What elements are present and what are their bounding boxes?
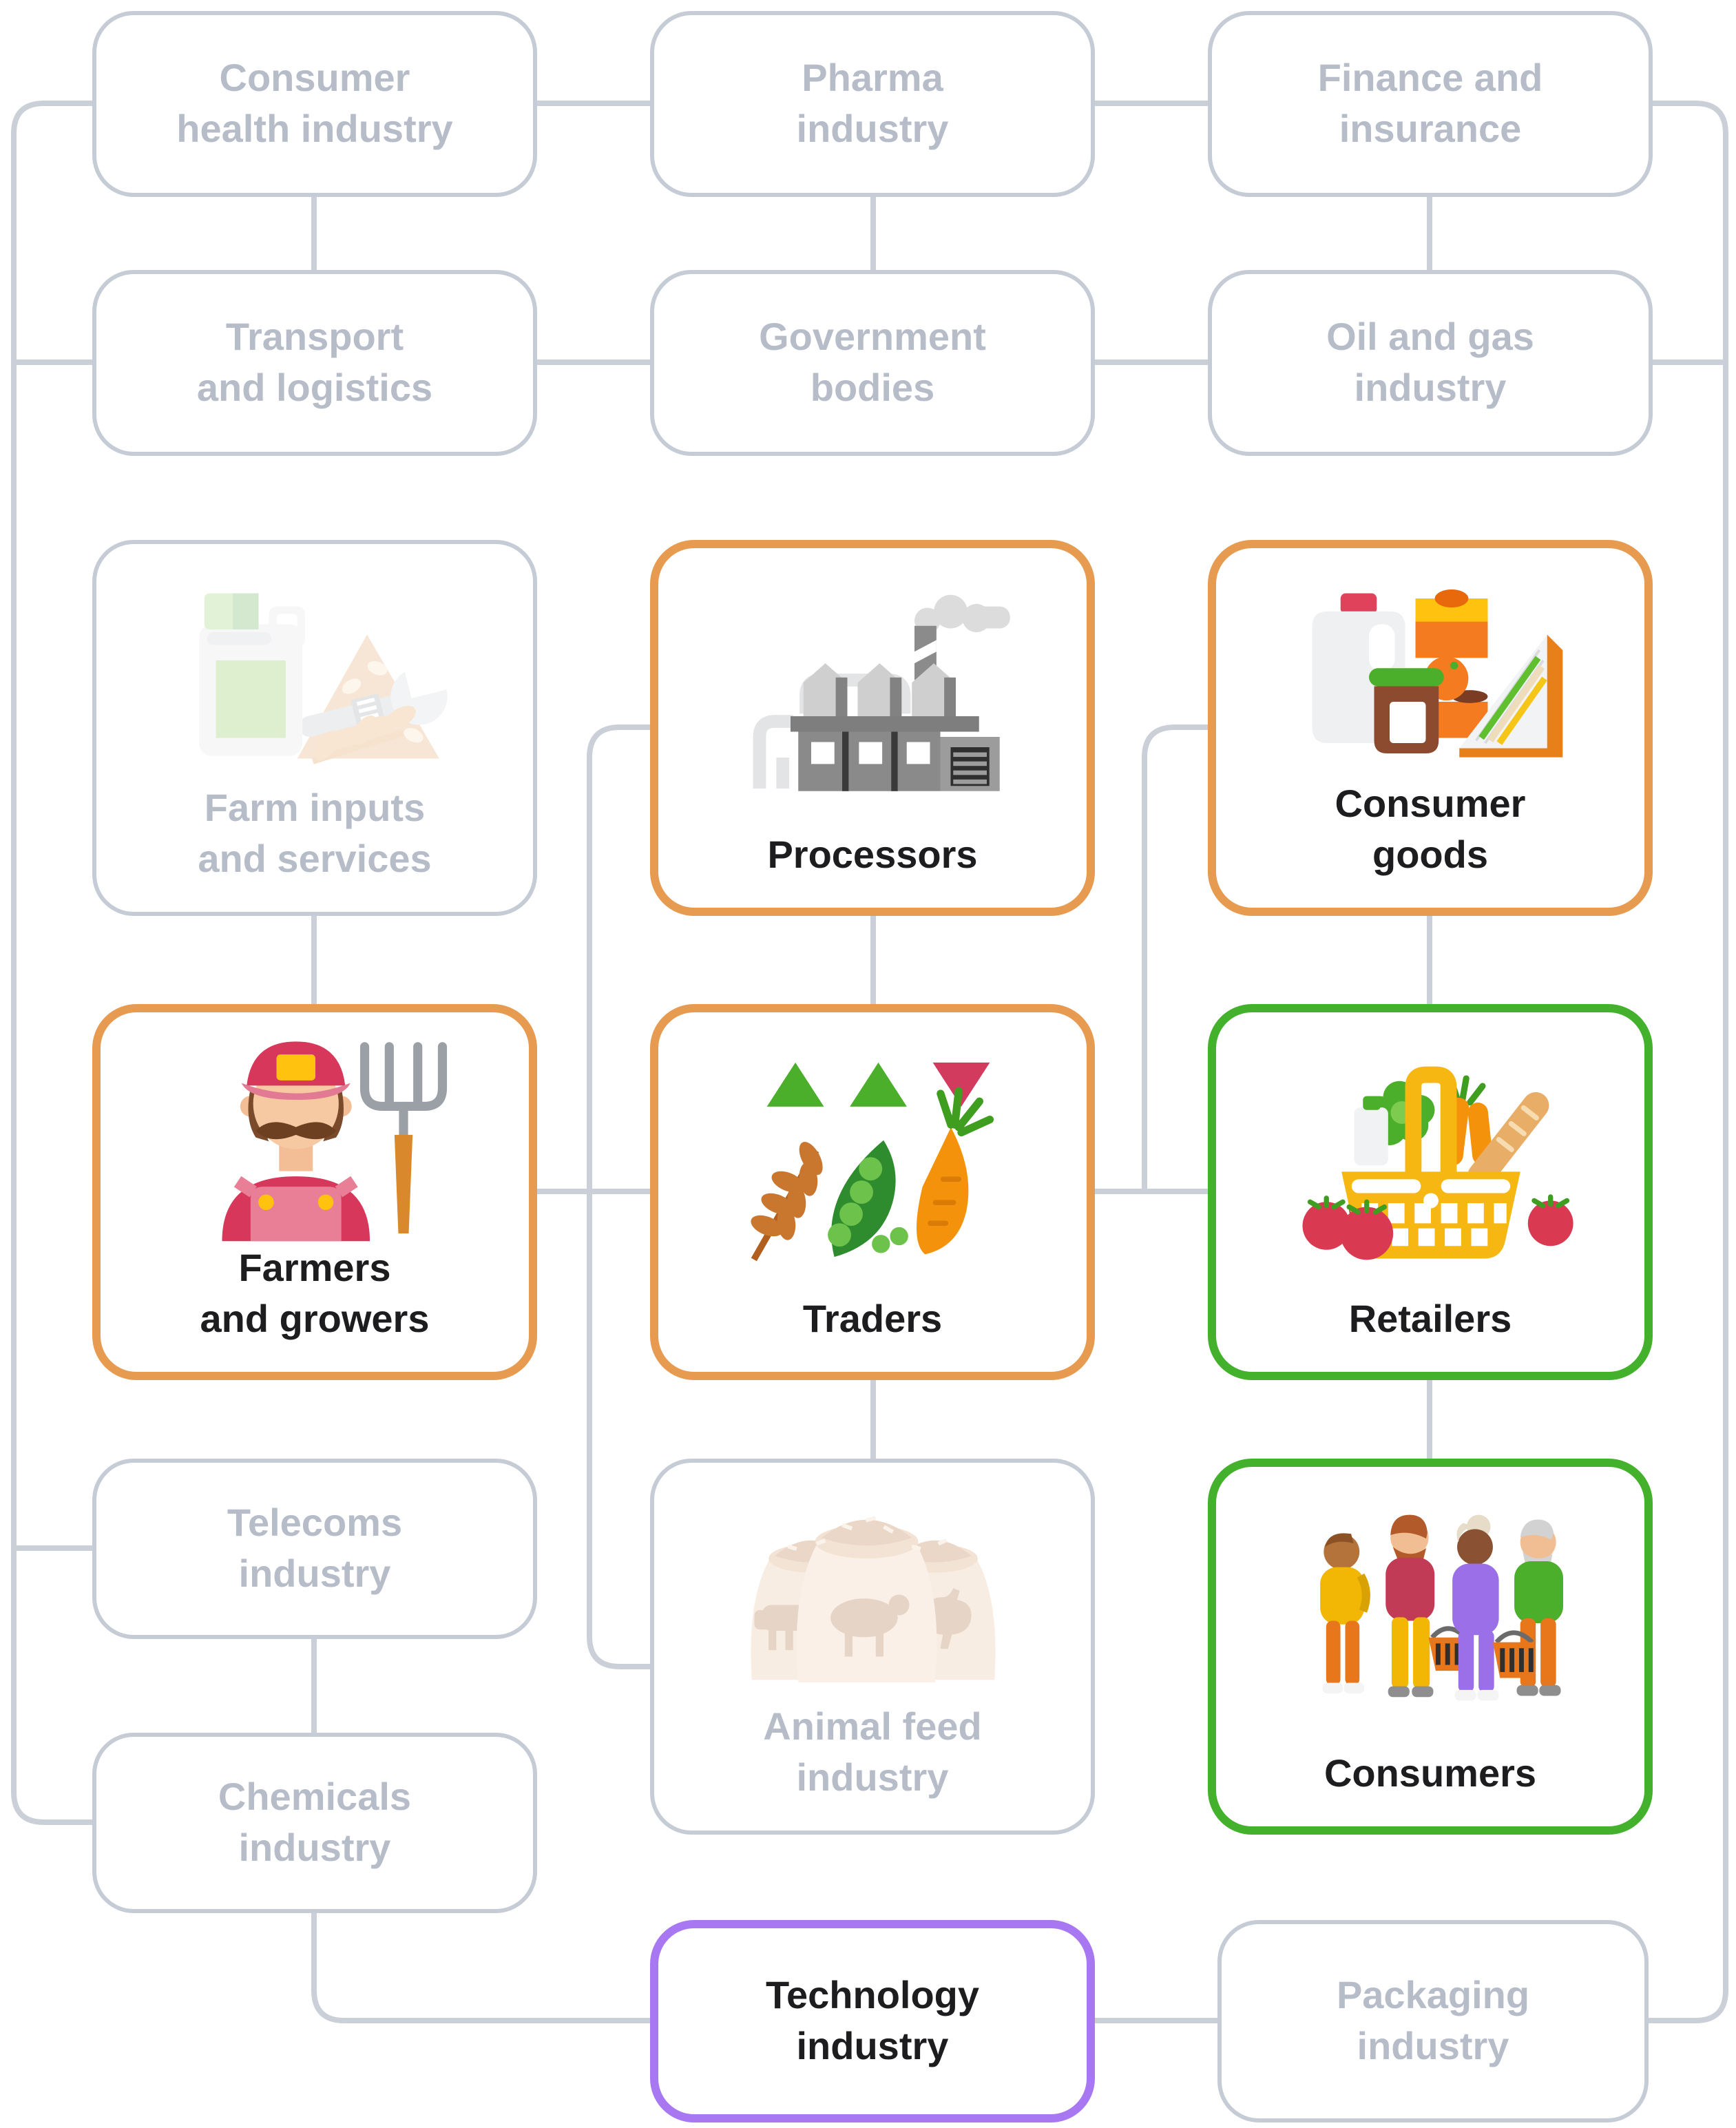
node-consumer-goods: Consumer goods: [1208, 540, 1653, 916]
shopping-basket-icon: [1301, 1067, 1573, 1260]
node-label: Pharma industry: [796, 56, 949, 149]
node-label: Farm inputs and services: [198, 786, 432, 880]
node-label: Oil and gas industry: [1326, 315, 1534, 408]
grocery-products-icon: [1311, 590, 1562, 758]
node-label: Animal feed industry: [763, 1705, 982, 1799]
node-label: Finance and insurance: [1317, 56, 1543, 149]
shopper-2: [1385, 1515, 1434, 1698]
basket-icon: [1492, 1631, 1536, 1679]
node-label: Government bodies: [759, 315, 986, 408]
node-label: Telecoms industry: [227, 1501, 403, 1594]
node-government-bodies: Government bodies: [650, 270, 1095, 456]
farmer-icon: [221, 1041, 447, 1242]
node-label: Retailers: [1348, 1297, 1512, 1340]
tomato-icon: [1301, 1194, 1573, 1260]
node-label: Transport and logistics: [196, 315, 433, 408]
node-chemicals-industry: Chemicals industry: [92, 1733, 537, 1913]
price-up-icon: [766, 1063, 824, 1107]
node-animal-feed-industry: Animal feed industry: [650, 1459, 1095, 1835]
node-retailers: Retailers: [1208, 1004, 1653, 1380]
node-telecoms-industry: Telecoms industry: [92, 1459, 537, 1639]
node-pharma-industry: Pharma industry: [650, 11, 1095, 197]
node-packaging-industry: Packaging industry: [1217, 1920, 1649, 2122]
shoppers-icon: [1319, 1515, 1562, 1701]
node-label: Technology industry: [765, 1974, 980, 2067]
node-label: Consumers: [1324, 1751, 1537, 1795]
node-farmers-and-growers: Farmers and growers: [92, 1004, 537, 1380]
node-label: Farmers and growers: [200, 1246, 430, 1340]
node-processors: Processors: [650, 540, 1095, 916]
node-label: Consumer health industry: [176, 56, 453, 149]
shopper-1: [1319, 1533, 1370, 1694]
node-finance-and-insurance: Finance and insurance: [1208, 11, 1653, 197]
node-consumers: Consumers: [1208, 1459, 1653, 1835]
node-farm-inputs-and-services: Farm inputs and services: [92, 540, 537, 916]
node-traders: Traders: [650, 1004, 1095, 1380]
feed-sacks-icon: [750, 1516, 995, 1683]
farm-supplies-icon: [198, 593, 454, 764]
node-label: Consumer goods: [1335, 782, 1526, 876]
node-transport-and-logistics: Transport and logistics: [92, 270, 537, 456]
node-technology-industry: Technology industry: [650, 1920, 1095, 2122]
price-up-icon: [849, 1063, 906, 1107]
shopper-3: [1452, 1515, 1498, 1701]
factory-icon: [752, 595, 1010, 792]
node-label: Packaging industry: [1336, 1974, 1530, 2067]
produce-market-icon: [750, 1063, 994, 1262]
node-label: Traders: [802, 1297, 943, 1340]
node-label: Processors: [767, 833, 978, 876]
node-label: Chemicals industry: [218, 1775, 412, 1868]
node-consumer-health-industry: Consumer health industry: [92, 11, 537, 197]
node-oil-and-gas-industry: Oil and gas industry: [1208, 270, 1653, 456]
price-down-icon: [932, 1063, 990, 1107]
